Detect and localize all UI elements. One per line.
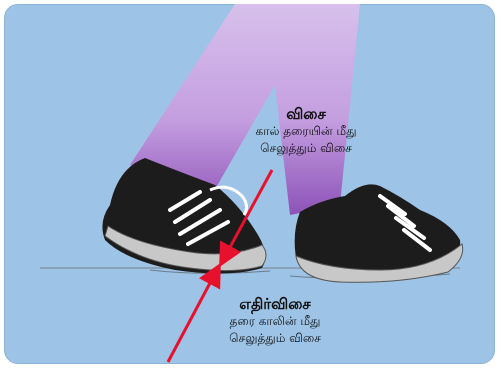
reaction-title: எதிர்விசை (190, 295, 360, 313)
force-label: விசை கால் தரையின் மீது செலுத்தும் விசை (236, 105, 376, 157)
left-shoe (102, 158, 266, 274)
force-title: விசை (236, 105, 376, 123)
reaction-label: எதிர்விசை தரை காலின் மீது செலுத்தும் விச… (190, 295, 360, 347)
force-line-2: செலுத்தும் விசை (236, 140, 376, 157)
reaction-line-1: தரை காலின் மீது (190, 313, 360, 330)
force-line-1: கால் தரையின் மீது (236, 123, 376, 140)
reaction-line-2: செலுத்தும் விசை (190, 330, 360, 347)
